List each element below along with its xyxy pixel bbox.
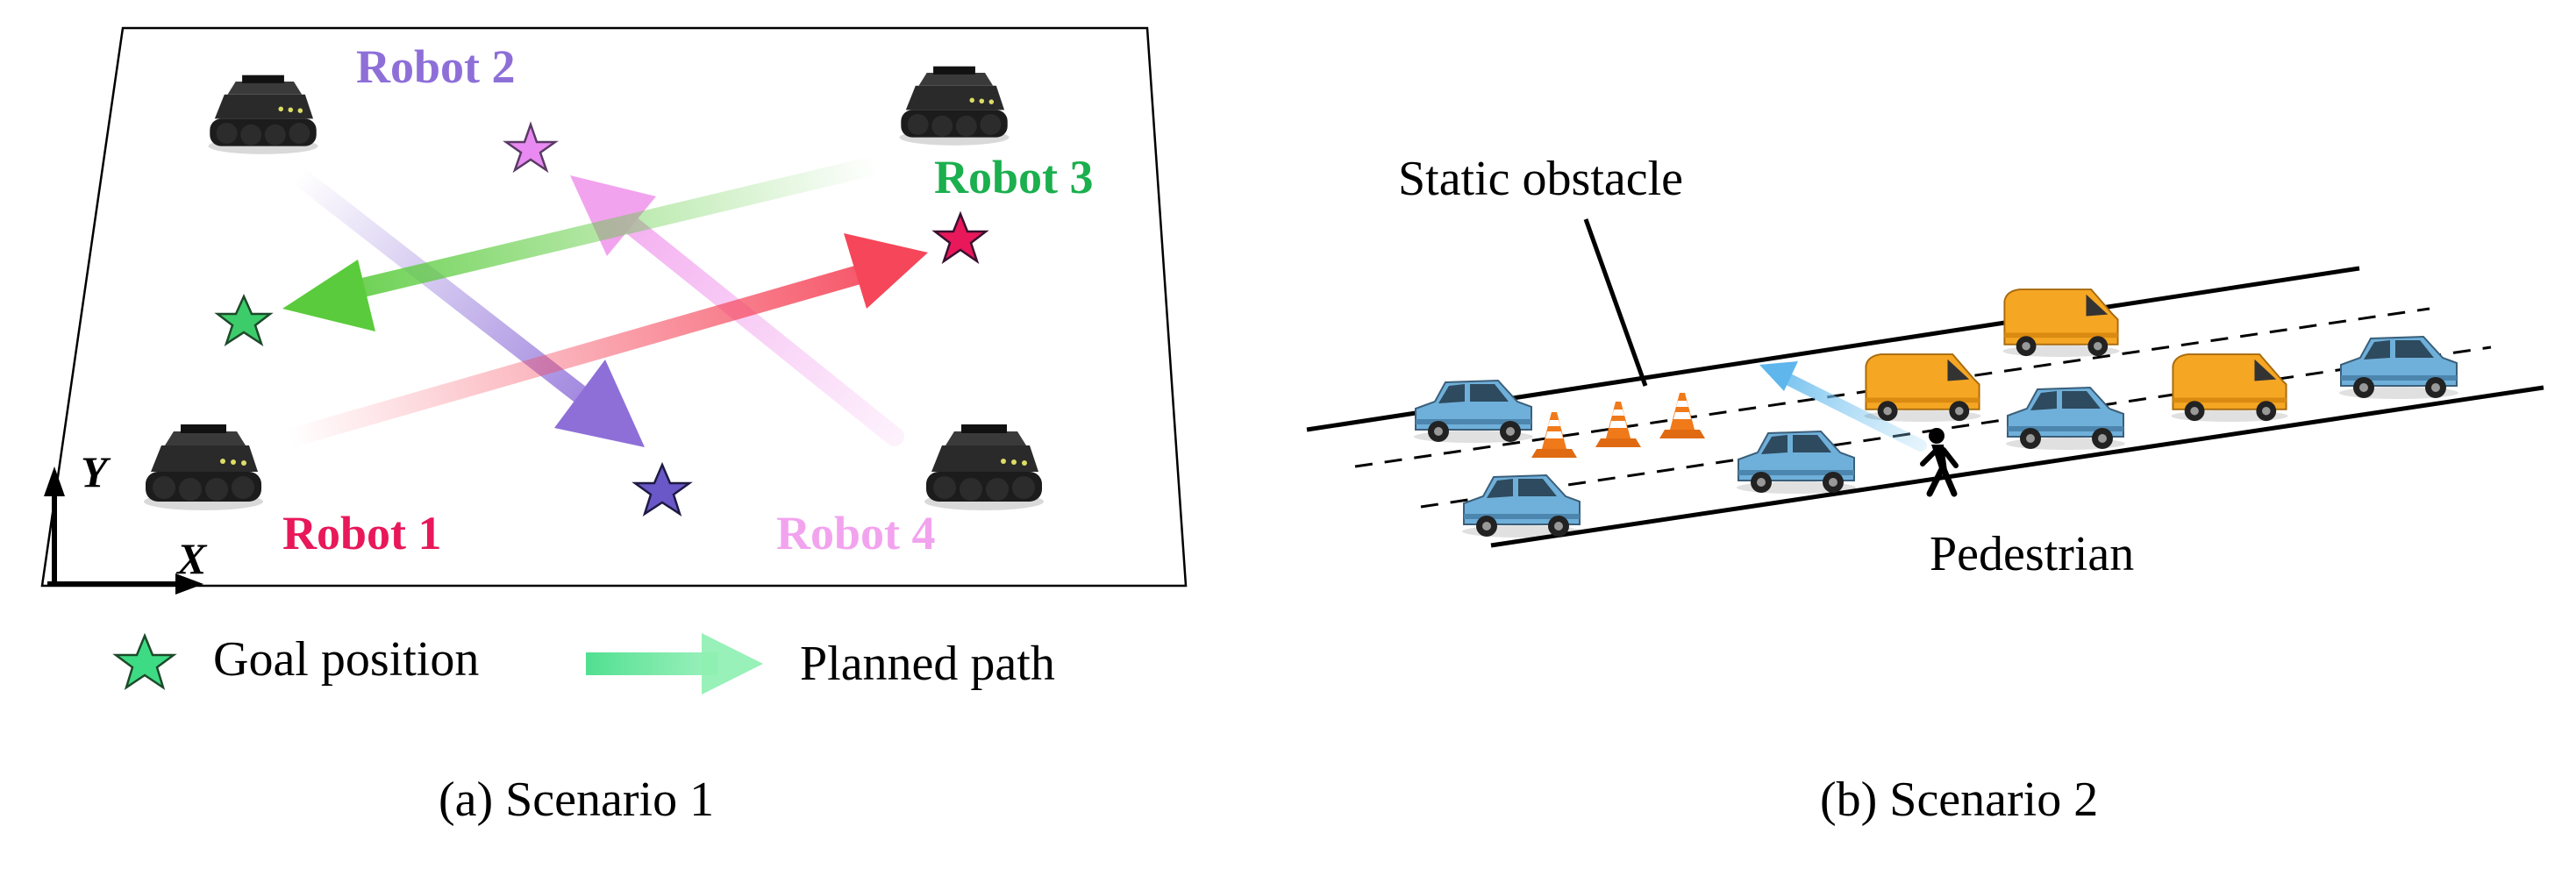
orange-van-3: [2170, 353, 2289, 423]
goal-star-robot-4-icon: [632, 461, 693, 516]
static-obstacle-label: Static obstacle: [1398, 152, 1683, 206]
goal-star-robot-2-icon: [503, 121, 559, 174]
blue-car-5: [1461, 474, 1582, 538]
axis-x-label: X: [175, 534, 208, 583]
pedestrian-path: [1759, 361, 1927, 452]
pedestrian-label: Pedestrian: [1930, 527, 2134, 581]
robot-1-label: Robot 1: [282, 507, 442, 559]
robot-3-label: Robot 3: [934, 151, 1094, 203]
static-obstacle-leader: [1583, 218, 1648, 387]
blue-car-2: [2005, 387, 2126, 451]
traffic-cone-icon: [1659, 393, 1705, 438]
star-icon: [112, 632, 177, 690]
legend-goal-label: Goal position: [213, 632, 479, 687]
goal-star-robot-1-icon: [931, 210, 989, 265]
blue-car-3: [2338, 336, 2459, 400]
workspace-plane: [40, 26, 1188, 588]
scenario2-panel: Static obstacle Pedestrian: [1306, 152, 2544, 581]
path-robot-4: [570, 175, 904, 446]
robot-2-label: Robot 2: [356, 40, 516, 93]
goal-star-robot-3-icon: [214, 293, 274, 346]
arrow-icon: [586, 633, 763, 694]
robot-4-label: Robot 4: [776, 507, 936, 559]
caption-scenario-1: (a) Scenario 1: [439, 773, 714, 827]
pedestrian-icon: [1920, 428, 1959, 497]
blue-car-4: [1736, 431, 1857, 495]
orange-van-1: [2002, 288, 2121, 358]
path-robot-1: [280, 233, 928, 448]
legend: Goal position Planned path: [112, 632, 1055, 694]
orange-van-2: [1863, 353, 1982, 423]
caption-scenario-2: (b) Scenario 2: [1820, 773, 2098, 827]
robot-1-icon: [144, 424, 263, 510]
path-robot-3: [282, 155, 887, 331]
coordinate-axes: [44, 466, 203, 595]
robot-3-icon: [899, 66, 1010, 146]
axis-y-label: Y: [81, 447, 111, 496]
blue-car-1: [1413, 380, 1534, 444]
scenario1-panel: Y X Robot 2 Robot 3 Robo: [40, 26, 1188, 595]
legend-path-label: Planned path: [800, 637, 1055, 691]
robot-2-icon: [208, 75, 318, 154]
robot-4-icon: [924, 424, 1044, 510]
path-robot-2: [289, 166, 645, 447]
